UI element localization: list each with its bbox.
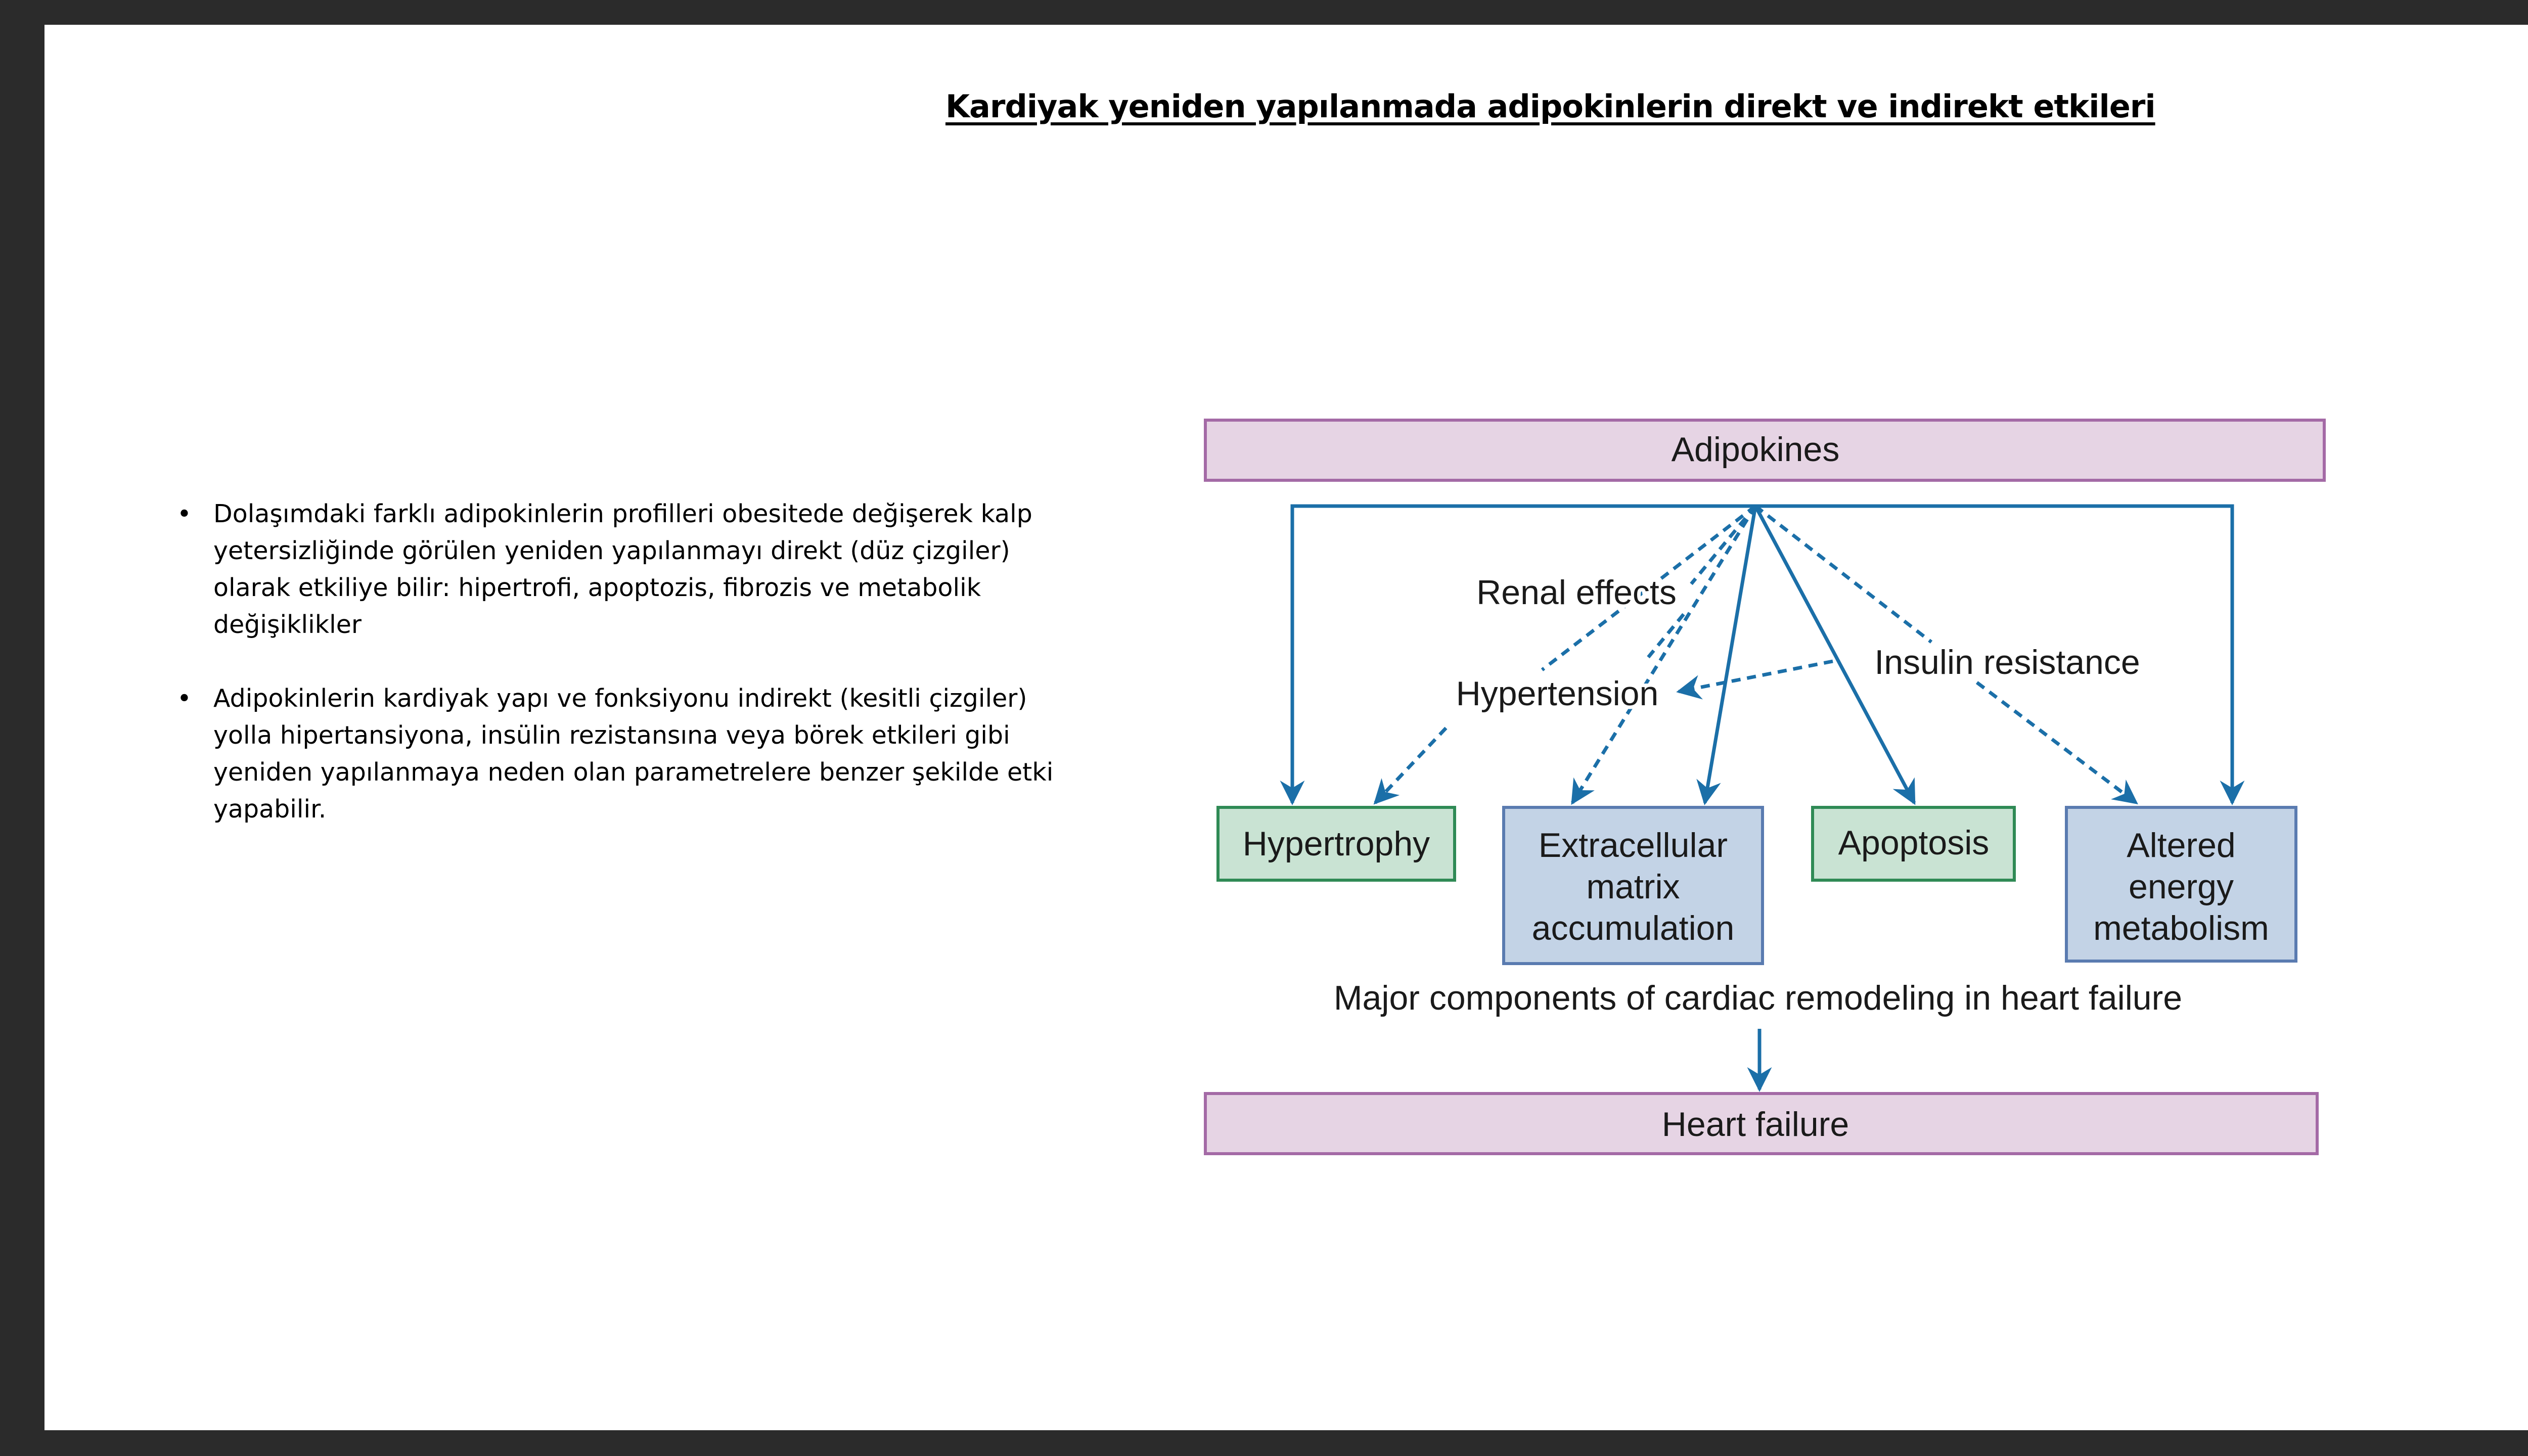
bullet-symbol: • <box>177 684 192 713</box>
indirect-labels: Renal effects Hypertension Insulin resis… <box>1453 570 2144 716</box>
bullet-symbol: • <box>177 499 192 528</box>
bullet-list: • Dolaşımdaki farklı adipokinlerin profi… <box>177 495 1062 864</box>
heart-failure-box: Heart failure <box>1204 1092 2319 1155</box>
dashed-line-renal <box>1690 505 1757 585</box>
ecm-label-line1: Extracellular <box>1539 826 1728 864</box>
bullet-text: Dolaşımdaki farklı adipokinlerin profill… <box>213 499 1032 639</box>
dashed-arrow-insulin-to-hypertension <box>1676 659 1833 700</box>
hypertrophy-label: Hypertrophy <box>1243 825 1430 863</box>
dashed-arrow-ecm <box>1571 505 1757 805</box>
dashed-line-hypertension <box>1541 505 1757 671</box>
direct-arrow-ecm <box>1696 506 1757 805</box>
energy-box: Altered energy metabolism <box>2065 806 2297 963</box>
indirect-arrows <box>1373 505 2138 805</box>
ecm-label-line2: matrix <box>1586 868 1680 906</box>
direct-arrow-hypertrophy <box>1280 504 1755 805</box>
bullet-item-direct: • Dolaşımdaki farklı adipokinlerin profi… <box>177 495 1062 643</box>
direct-arrow-energy <box>1755 504 2245 805</box>
direct-arrows <box>1280 504 2245 805</box>
energy-label-line3: metabolism <box>2093 909 2269 947</box>
dashed-arrow-energy <box>1975 681 2138 804</box>
adipokines-box: Adipokines <box>1204 419 2326 482</box>
adipokines-label: Adipokines <box>1672 430 1840 469</box>
direct-arrow-apoptosis <box>1753 505 1916 805</box>
slide-title: Kardiyak yeniden yapılanmada adipokinler… <box>945 88 2156 125</box>
bullet-text: Adipokinlerin kardiyak yapı ve fonksiyon… <box>213 684 1054 824</box>
energy-label-line2: energy <box>2129 868 2234 906</box>
dashed-line-renal-lower <box>1647 613 1685 659</box>
apoptosis-box: Apoptosis <box>1811 806 2016 882</box>
slide <box>44 25 2528 1430</box>
apoptosis-label: Apoptosis <box>1838 824 1990 862</box>
ecm-box: Extracellular matrix accumulation <box>1502 806 1764 965</box>
insulin-resistance-label: Insulin resistance <box>1874 643 2140 681</box>
energy-label-line1: Altered <box>2127 826 2235 864</box>
dashed-line-insulin <box>1754 505 1933 644</box>
dashed-arrow-hypertrophy <box>1373 726 1448 805</box>
remodeling-caption: Major components of cardiac remodeling i… <box>1334 979 2182 1017</box>
ecm-label-line3: accumulation <box>1532 909 1735 947</box>
hypertension-label: Hypertension <box>1456 674 1659 713</box>
renal-effects-label: Renal effects <box>1476 573 1677 612</box>
hypertrophy-box: Hypertrophy <box>1216 806 1456 882</box>
heart-failure-label: Heart failure <box>1662 1105 1849 1144</box>
bullet-item-indirect: • Adipokinlerin kardiyak yapı ve fonksiy… <box>177 680 1062 828</box>
